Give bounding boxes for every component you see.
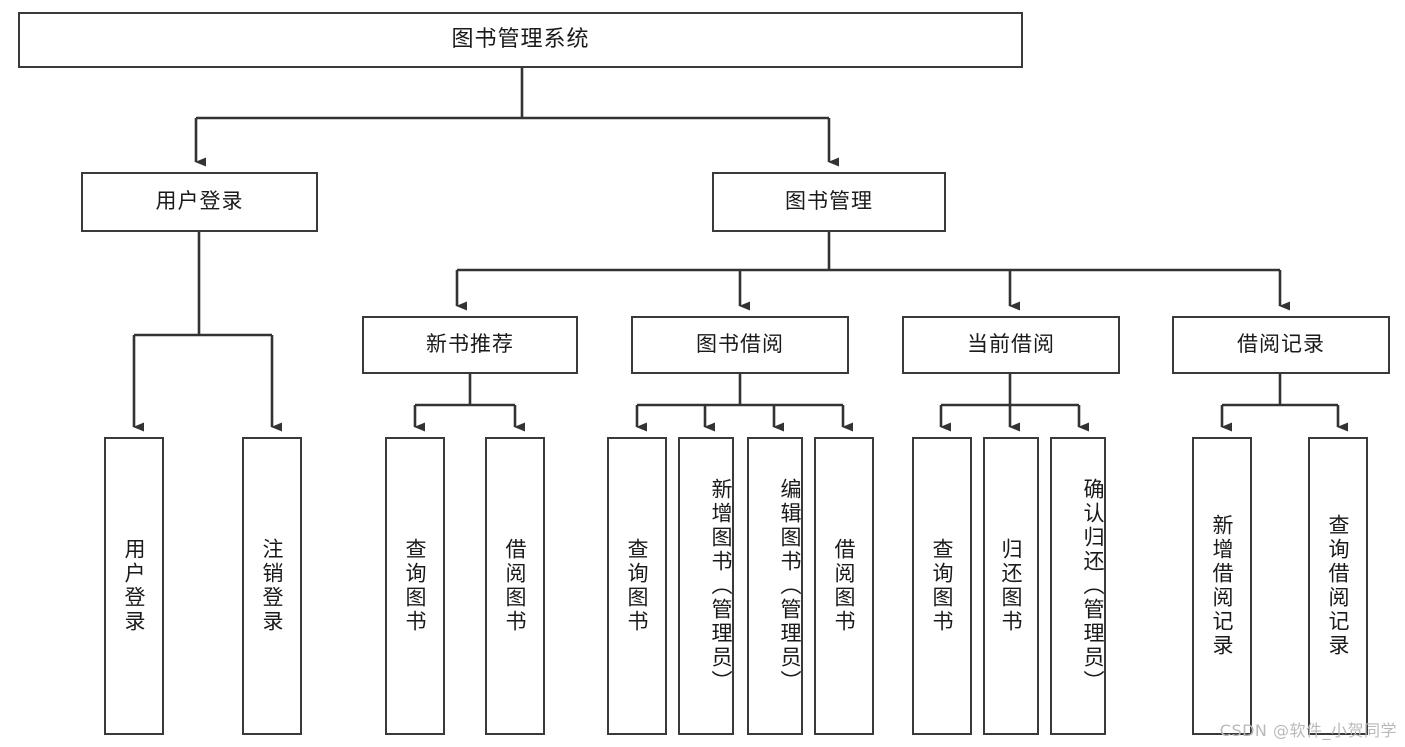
node-label: 查询图书 (930, 538, 955, 634)
node-root-system[interactable]: 图书管理系统 (18, 12, 1023, 68)
node-label: 查询图书 (403, 538, 428, 634)
node-label: 新增借阅记录 (1210, 514, 1235, 658)
node-label: 查询借阅记录 (1326, 514, 1351, 658)
node-label: 编辑图书（管理员） (778, 478, 802, 694)
node-borrow-record[interactable]: 借阅记录 (1172, 316, 1390, 374)
node-label: 查询图书 (625, 538, 650, 634)
leaf-user-login[interactable]: 用户登录 (104, 437, 164, 735)
node-label: 用户登录 (122, 538, 147, 634)
node-label: 归还图书 (999, 538, 1024, 634)
leaf-query-book-borrow[interactable]: 查询图书 (607, 437, 667, 735)
node-label: 借阅图书 (503, 538, 528, 634)
node-label: 用户登录 (155, 189, 244, 214)
node-user-login[interactable]: 用户登录 (81, 172, 318, 232)
leaf-edit-book[interactable]: 编辑图书（管理员） (747, 437, 803, 735)
leaf-query-borrow-record[interactable]: 查询借阅记录 (1308, 437, 1368, 735)
node-label: 确认归还（管理员） (1081, 478, 1105, 694)
node-current-borrow[interactable]: 当前借阅 (902, 316, 1120, 374)
leaf-logout-login[interactable]: 注销登录 (242, 437, 302, 735)
leaf-add-book[interactable]: 新增图书（管理员） (678, 437, 734, 735)
node-label: 新书推荐 (426, 332, 514, 357)
leaf-return-book[interactable]: 归还图书 (983, 437, 1039, 735)
node-new-book-recommend[interactable]: 新书推荐 (362, 316, 578, 374)
node-label: 当前借阅 (967, 332, 1055, 357)
leaf-borrow-book[interactable]: 借阅图书 (814, 437, 874, 735)
leaf-confirm-return[interactable]: 确认归还（管理员） (1050, 437, 1106, 735)
node-label: 图书管理系统 (451, 26, 590, 52)
leaf-add-borrow-record[interactable]: 新增借阅记录 (1192, 437, 1252, 735)
node-book-borrow[interactable]: 图书借阅 (631, 316, 849, 374)
node-label: 借阅记录 (1237, 332, 1325, 357)
watermark-text: CSDN @软件_小贺同学 (1219, 721, 1397, 740)
node-label: 借阅图书 (832, 538, 857, 634)
node-label: 新增图书（管理员） (709, 478, 733, 694)
node-label: 图书借阅 (696, 332, 784, 357)
node-label: 注销登录 (260, 538, 285, 634)
leaf-query-book-recommend[interactable]: 查询图书 (385, 437, 445, 735)
node-label: 图书管理 (785, 189, 873, 214)
leaf-query-book-current[interactable]: 查询图书 (912, 437, 972, 735)
node-book-management[interactable]: 图书管理 (712, 172, 946, 232)
leaf-borrow-book-recommend[interactable]: 借阅图书 (485, 437, 545, 735)
